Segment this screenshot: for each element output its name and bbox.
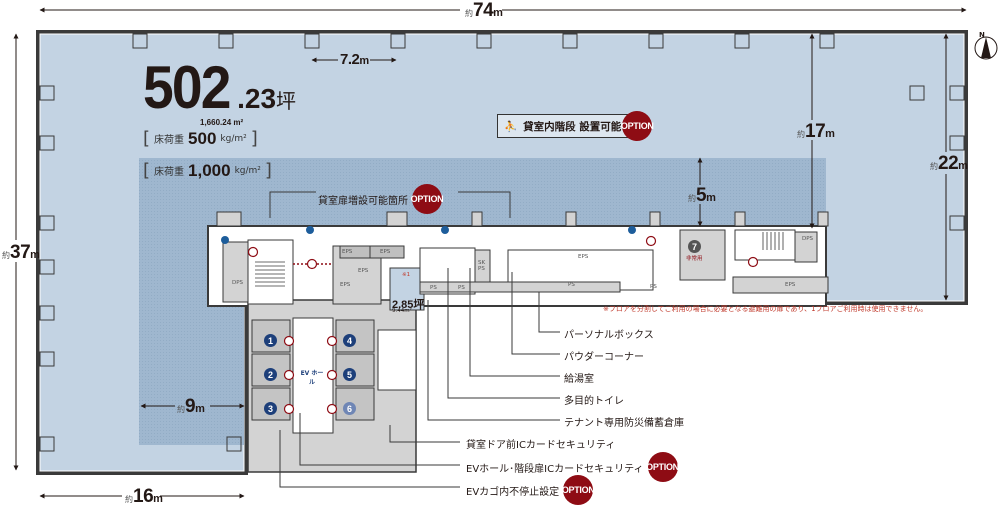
elevator-7: 7 [688, 240, 701, 253]
callout-ev-car-nonstop: EVカゴ内不停止設定 OPTION [466, 475, 595, 505]
option-badge: OPTION [562, 475, 595, 505]
dimension-lines [13, 7, 967, 499]
floor-load-unit: kg/m² [234, 165, 261, 176]
floor-load-value: 500 [188, 128, 217, 148]
columns [39, 33, 965, 452]
callout-leaders [269, 191, 560, 488]
floor-load-500: [ 床荷重 500 kg/m² ] [143, 128, 258, 149]
area-sqm: 1,660.24 m² [200, 118, 244, 127]
callout-kitchenette: 給湯室 [564, 374, 594, 385]
elevator-2: 2 [264, 368, 277, 381]
compass-label: N [979, 31, 985, 39]
room-eps: EPS [578, 254, 589, 260]
room-eps: EPS [358, 268, 369, 274]
room-skps: SK PS [478, 260, 486, 272]
dim-total-height: 約37m [2, 242, 40, 263]
room-ps: PS [430, 285, 437, 291]
callout-door-ic-security: 貸室ドア前ICカードセキュリティ [466, 440, 616, 451]
extra-door-label: 貸室扉増設可能箇所 [318, 195, 408, 207]
dim-right-depth: 約22m [930, 153, 968, 174]
storage-sqm: 9.44m² [392, 308, 412, 314]
callout-disaster-storage: テナント専用防災備蓄倉庫 [564, 418, 684, 429]
elevator-7-label: 非常用 [686, 256, 703, 262]
internal-stairs-label: 貸室内階段 設置可能 [523, 120, 622, 133]
ev-hall-label: EV ホール [300, 370, 324, 386]
room-ps: PS [568, 282, 575, 288]
callout-ev-hall-security: EVホール･階段扉ICカードセキュリティ OPTION [466, 452, 679, 482]
option-badge: OPTION [646, 452, 679, 482]
room-dps-east: DPS [802, 236, 814, 242]
elevator-5: 5 [343, 368, 356, 381]
elevator-3: 3 [264, 402, 277, 415]
stairs-east [762, 232, 784, 250]
floor-load-unit: kg/m² [220, 133, 247, 144]
callout-multipurpose-toilet: 多目的トイレ [564, 396, 624, 407]
compass-icon [974, 36, 998, 60]
room-ps: PS [650, 284, 657, 290]
callout-personal-box: パーソナルボックス [564, 330, 654, 341]
elevator-4: 4 [343, 334, 356, 347]
room-eps: EPS [342, 249, 353, 255]
callout-powder-corner: パウダーコーナー [564, 352, 644, 363]
storage-mark: ※1 [402, 272, 411, 278]
dim-total-width: 約74m [465, 0, 503, 21]
dim-heavy-width: 約9m [177, 396, 205, 417]
room-dps-west: DPS [232, 280, 244, 286]
stairs-icon: ⛹ [504, 120, 518, 133]
stairs-west [255, 261, 285, 287]
core-area [207, 225, 829, 473]
evacuation-door-note: ※フロアを分割してご利用の場合に必要となる避難用の扉であり、1フロアご利用時は使… [603, 305, 928, 313]
area-tsubo-unit: 坪 [276, 89, 297, 113]
area-tsubo-dec: .23 [237, 83, 277, 114]
dim-heavy-depth: 約5m [688, 185, 716, 206]
room-eps: EPS [380, 249, 391, 255]
option-badge: OPTION [411, 184, 444, 214]
room-ps: PS [458, 285, 465, 291]
floor-load-label: 床荷重 [154, 167, 185, 178]
dim-column-span: 7.2m [340, 51, 370, 68]
dim-north-depth: 約17m [797, 121, 835, 142]
option-badge: OPTION [621, 111, 654, 141]
storage-area: 2.85坪 [392, 299, 425, 311]
security-markers [221, 226, 759, 415]
floor-load-value: 1,000 [188, 160, 231, 180]
room-eps: EPS [340, 282, 351, 288]
dim-bottom-width: 約16m [125, 486, 163, 507]
area-tsubo-int: 502 [143, 54, 231, 121]
floor-load-label: 床荷重 [154, 135, 185, 146]
extra-door-feature: 貸室扉増設可能箇所 OPTION [318, 184, 444, 214]
floor-load-1000: [ 床荷重 1,000 kg/m² ] [143, 160, 272, 181]
elevator-6: 6 [343, 402, 356, 415]
area-display: 502 .23 坪 [143, 58, 296, 118]
elevator-1: 1 [264, 334, 277, 347]
room-eps-east: EPS [785, 282, 796, 288]
internal-stairs-feature: ⛹ 貸室内階段 設置可能 OPTION [497, 111, 654, 141]
